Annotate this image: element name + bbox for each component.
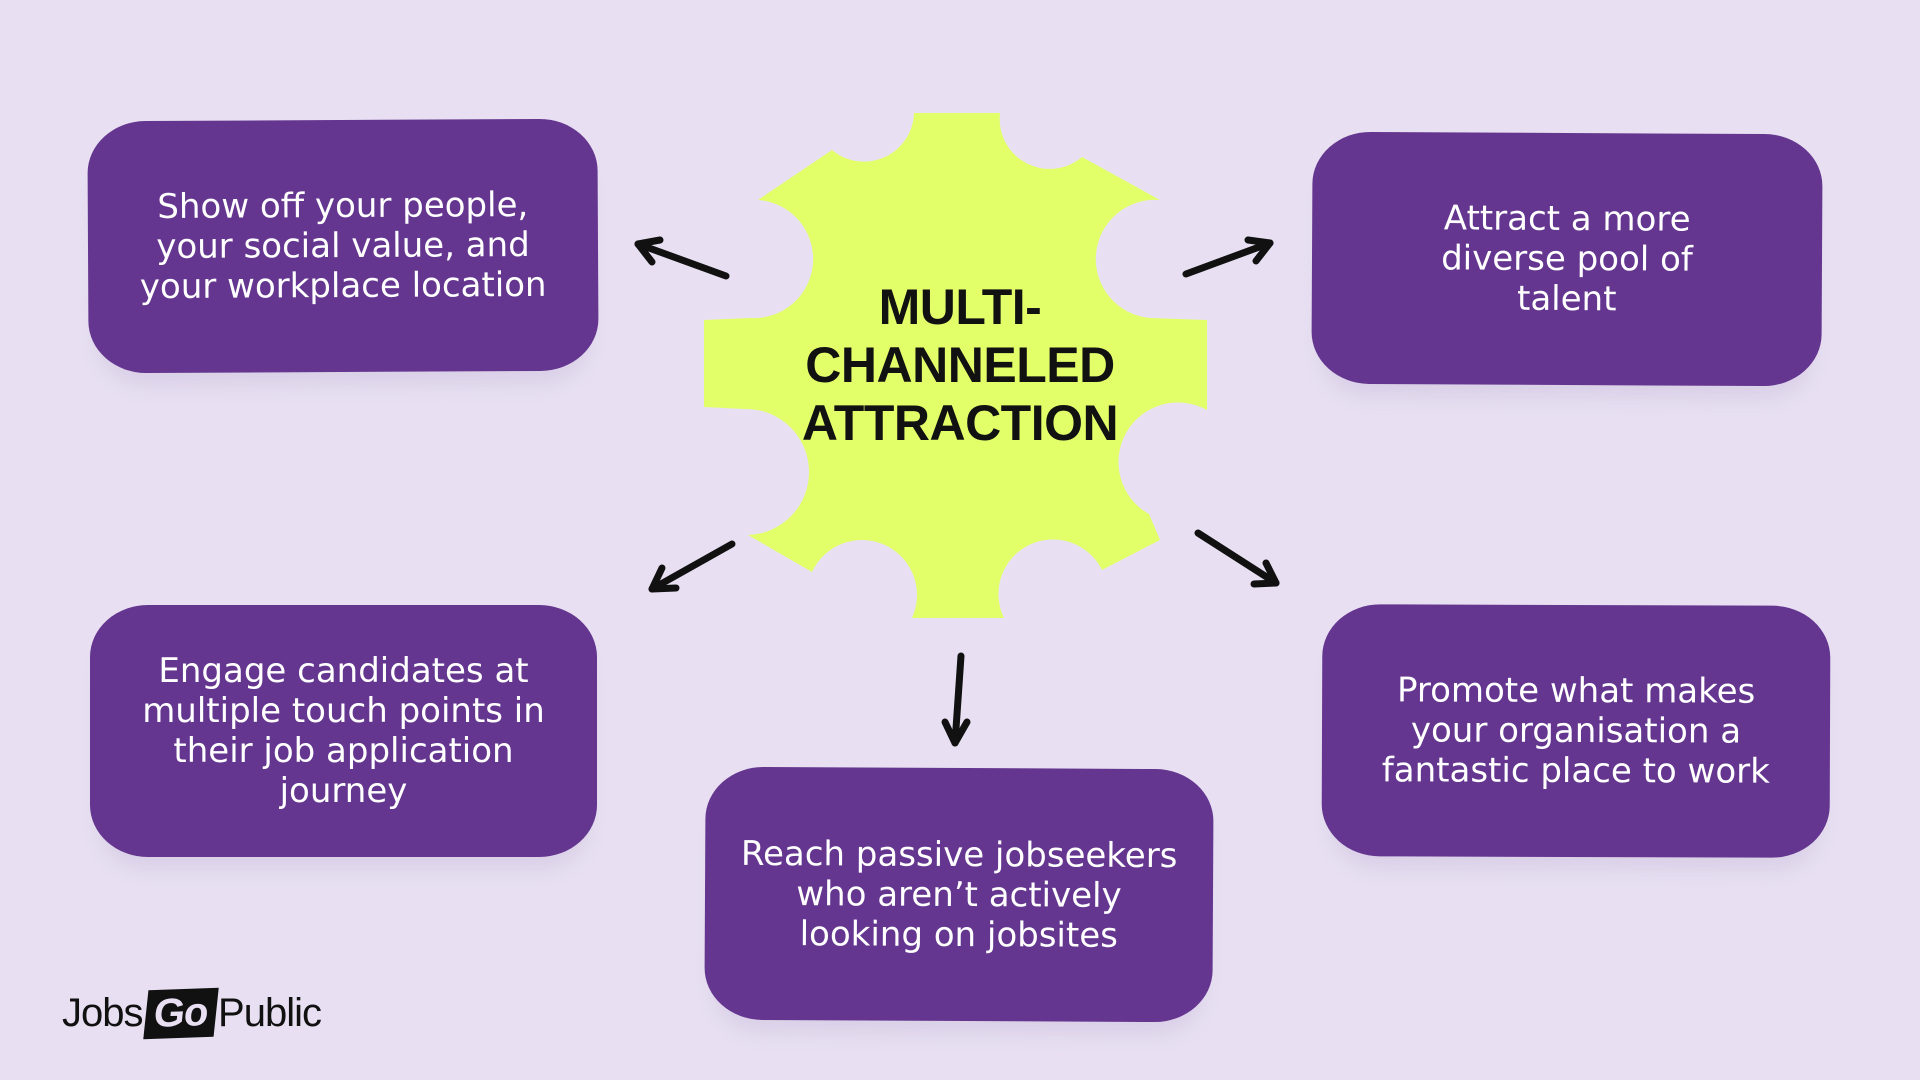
arrow-to-bottom-center — [941, 652, 971, 747]
logo-part-go: Go — [142, 987, 218, 1039]
card-bottom-right: Promote what makes your organisation a f… — [1321, 604, 1831, 858]
arrow-to-bottom-right — [1194, 529, 1280, 588]
card-bottom-right-text: Promote what makes your organisation a f… — [1381, 670, 1770, 792]
card-top-right: Attract a more diverse pool of talent — [1311, 131, 1823, 387]
jobsgopublic-logo: Jobs Go Public — [62, 985, 322, 1041]
logo-part-jobs: Jobs — [62, 990, 143, 1035]
card-top-left: Show off your people, your social value,… — [87, 118, 599, 374]
gear-shape — [704, 113, 1207, 618]
center-title-line-2: CHANNELED — [805, 337, 1115, 393]
card-middle-left-text: Engage candidates at multiple touch poin… — [142, 651, 545, 811]
arrow-to-top-left — [634, 236, 730, 280]
card-middle-left: Engage candidates at multiple touch poin… — [90, 605, 597, 857]
center-title-line-1: MULTI- — [878, 279, 1042, 335]
arrow-to-middle-left — [648, 540, 736, 593]
arrow-to-top-right — [1182, 236, 1274, 278]
center-title: MULTI- CHANNELED ATTRACTION — [760, 270, 1160, 460]
card-top-left-text: Show off your people, your social value,… — [139, 185, 547, 308]
card-bottom-center: Reach passive jobseekers who aren’t acti… — [704, 766, 1214, 1023]
center-title-line-3: ATTRACTION — [801, 395, 1119, 451]
logo-part-public: Public — [218, 990, 322, 1035]
card-bottom-center-text: Reach passive jobseekers who aren’t acti… — [740, 833, 1178, 956]
card-top-right-text: Attract a more diverse pool of talent — [1441, 198, 1693, 320]
